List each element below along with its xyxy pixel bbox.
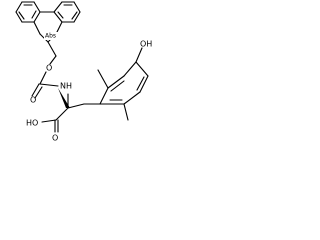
fluorene-group: [15, 1, 81, 43]
nh-hydrogen-label: H: [66, 82, 72, 91]
stereo-wedge-bond: [58, 88, 70, 108]
carbonyl-oxygen-label: O: [30, 96, 36, 105]
acid-carbonyl-oxygen-label: O: [52, 134, 58, 143]
molecule-structure: Abs: [15, 1, 152, 143]
ether-oxygen-label: O: [46, 64, 52, 73]
abs-stereo-label: Abs: [45, 33, 56, 40]
phenol-hydroxyl-label: OH: [140, 40, 152, 49]
acid-hydroxyl-label: HO: [26, 119, 38, 128]
nitrogen-label: N: [60, 82, 66, 91]
phenol-ring: [97, 47, 149, 121]
